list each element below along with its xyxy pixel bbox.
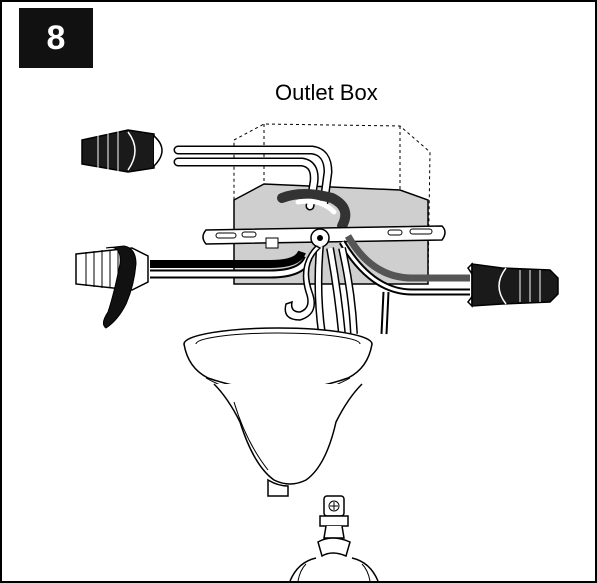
outlet-box-label: Outlet Box — [275, 80, 378, 105]
step-number-badge: 8 — [19, 8, 93, 68]
right-wire-nut — [338, 234, 559, 335]
fixture-stem — [289, 495, 379, 581]
upper-left-wire-nut — [81, 129, 163, 173]
box-wires — [173, 145, 351, 231]
fixture-canopy — [183, 327, 373, 497]
center-wire-bundle — [314, 245, 358, 335]
mounting-bracket — [202, 225, 446, 249]
lower-left-wire-nut — [75, 245, 313, 329]
safety-hook-icon — [284, 245, 322, 321]
